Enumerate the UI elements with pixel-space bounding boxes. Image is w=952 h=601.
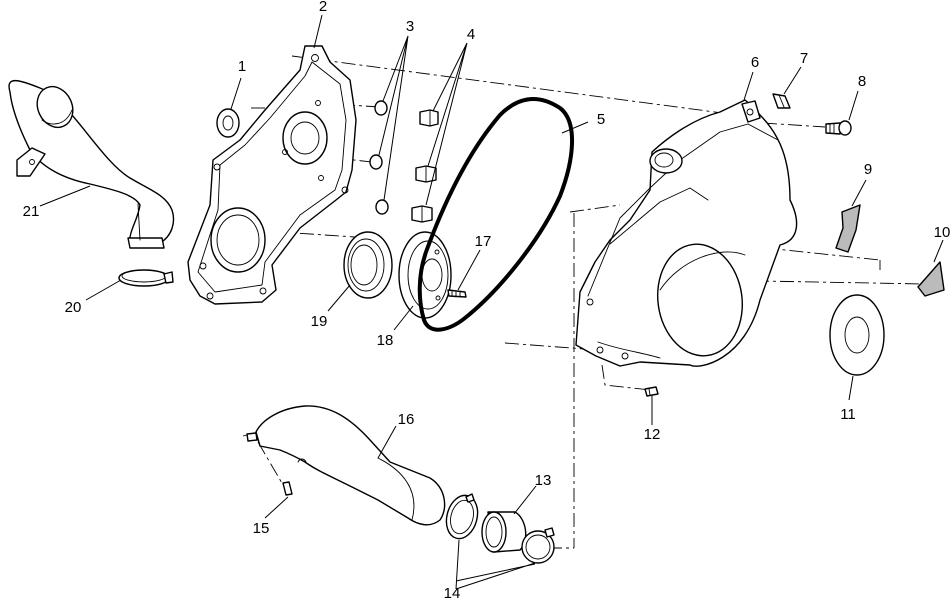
callout-1: 1 — [238, 58, 246, 75]
gasket-part-11 — [829, 294, 885, 376]
callout-4: 4 — [467, 26, 475, 43]
callout-labels: 1 2 3 4 5 6 7 8 9 10 11 12 13 14 15 16 1… — [23, 0, 951, 601]
bolts-part-4 — [411, 109, 439, 223]
callout-20: 20 — [65, 299, 82, 316]
clamps-part-14 — [445, 493, 555, 564]
callout-14: 14 — [444, 585, 461, 601]
callout-12: 12 — [644, 426, 661, 443]
outlet-duct-part-16 — [255, 405, 446, 526]
leader-lines — [39, 14, 944, 590]
screws-part-15 — [246, 432, 293, 496]
callout-19: 19 — [311, 313, 328, 330]
pulley-part-18 — [398, 231, 452, 319]
drive-belt-part-5 — [417, 96, 574, 332]
callout-10: 10 — [934, 224, 951, 241]
seal-part-19 — [343, 231, 393, 299]
callout-8: 8 — [858, 73, 866, 90]
bolt-part-8 — [825, 120, 852, 136]
callout-6: 6 — [751, 54, 759, 71]
callout-16: 16 — [398, 411, 415, 428]
hose-clamp-part-20 — [118, 269, 174, 287]
coupling-part-13 — [481, 511, 527, 553]
decal-part-9 — [835, 204, 861, 253]
bushing-part-1 — [216, 108, 240, 138]
callout-5: 5 — [597, 111, 605, 128]
screw-part-12 — [644, 386, 659, 397]
callout-9: 9 — [864, 161, 872, 178]
callout-18: 18 — [377, 332, 394, 349]
callout-17: 17 — [475, 233, 492, 250]
callout-21: 21 — [23, 203, 40, 220]
callout-13: 13 — [535, 472, 552, 489]
inner-cover-part-2 — [187, 45, 357, 305]
callout-7: 7 — [800, 50, 808, 67]
screw-part-17 — [447, 289, 467, 298]
clip-part-7 — [772, 93, 791, 109]
washers-part-3 — [369, 100, 389, 215]
callout-2: 2 — [319, 0, 327, 15]
decal-part-10 — [917, 261, 945, 297]
outer-cover-part-6 — [575, 99, 798, 367]
callout-11: 11 — [840, 406, 856, 423]
callout-15: 15 — [253, 520, 270, 537]
callout-3: 3 — [406, 18, 414, 35]
intake-duct-part-21 — [8, 79, 175, 249]
